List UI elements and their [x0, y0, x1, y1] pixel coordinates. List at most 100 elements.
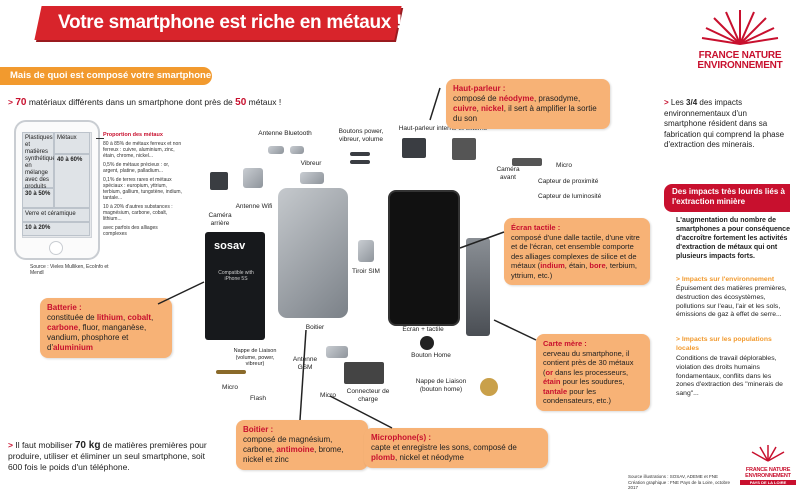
comp-cell-plastics: Plastiques et matières synthétiques en m… [22, 132, 59, 197]
metals-note-4: 10 à 20% d'autres substances : magnésium… [103, 204, 173, 222]
label-camera-arriere: Caméra arrière [208, 212, 232, 227]
label-luminosite: Capteur de luminosité [538, 193, 602, 200]
label-connecteur: Connecteur de charge [346, 388, 390, 403]
boi-b1: antimoine [276, 445, 315, 454]
bottom-t1: Il faut mobiliser [15, 440, 75, 450]
label-nappe1: Nappe de Liaison (volume, power, vibreur… [233, 348, 277, 367]
callout-batterie: Batterie : constituée de lithium, cobalt… [40, 298, 172, 358]
home-button-part [420, 336, 434, 350]
bat-t2: , [123, 313, 128, 322]
home-button-icon [49, 241, 63, 255]
label-wifi: Antenne Wifi [235, 203, 273, 210]
fact-t1: Les [670, 98, 687, 107]
buttons-part [350, 152, 370, 156]
bottom-prefix: > [8, 440, 16, 450]
logo-line2: ENVIRONNEMENT [697, 60, 783, 71]
metals-note-5: avec parfois des alliages complexes [103, 225, 158, 237]
label-bluetooth: Antenne Bluetooth [258, 130, 312, 137]
fact-prefix: > [664, 98, 671, 107]
composition-source: Source : Vieles Mulliken, EcoInfo et Men… [30, 264, 109, 276]
cm-b3: tantale [543, 386, 568, 396]
logo-line1: FRANCE NATURE [698, 50, 782, 61]
arrow-micro [329, 395, 393, 429]
callout-boitier-head: Boitier : [243, 425, 274, 434]
callout-ecran: Écran tactile : composé d'une dalle tact… [504, 218, 650, 285]
ecran-b1: indium [540, 261, 565, 270]
ecran-t1: composé d'une dalle tactile, d'une vitre… [511, 232, 640, 271]
callout-hautparleur-head: Haut-parleur : [453, 84, 506, 93]
speaker-internal-part [402, 138, 426, 158]
label-ecran: Ecran + tactile [402, 326, 444, 333]
pop-text: Conditions de travail déplorables, viola… [676, 355, 783, 398]
label-micro-bottom: Micro [222, 384, 238, 391]
buttons-part-2 [350, 160, 370, 164]
bluetooth-antenna-part [268, 146, 284, 154]
callout-batterie-head: Batterie : [47, 303, 82, 312]
comp-cell-glass-pct: 10 à 20% [22, 222, 90, 236]
ecran-t2: , étain, [564, 261, 590, 270]
intro-text1: matériaux différents dans un smartphone … [26, 97, 236, 107]
boi-t1: composé de magnésium, carbone, [243, 435, 333, 454]
logo-bottom-line2: ENVIRONNEMENT [745, 473, 791, 479]
front-camera-part [512, 158, 542, 166]
hp-t3: , [476, 104, 482, 113]
label-hautparleur-int: Haut-parleur interne et externe [398, 125, 488, 132]
battery-small: Compatible with iPhone 5S [218, 270, 254, 282]
intro-bold1: 70 [15, 97, 27, 108]
bat-b2: cobalt [127, 313, 152, 322]
intro-text2: métaux ! [246, 97, 282, 107]
credits-l2: Création graphique : FNE Pays de la Loir… [628, 479, 731, 491]
home-flex-part [480, 378, 498, 396]
metals-note-1: 80 à 85% de métaux ferreux et non ferreu… [103, 141, 182, 159]
arrow-batterie [157, 281, 205, 305]
label-proximite: Capteur de proximité [538, 178, 599, 185]
hp-t2: , prasodyme, [533, 94, 581, 103]
subtitle-banner [0, 67, 212, 85]
metals-notes: Proportion des métaux 80 à 85% de métaux… [103, 132, 183, 237]
flex-cable-part [216, 370, 246, 374]
boi-t2: , brome, nickel et zinc [243, 445, 344, 464]
label-nappe2: Nappe de Liaison (bouton home) [415, 378, 467, 393]
bluetooth-antenna-part-2 [290, 146, 304, 154]
hp-b2: cuivre [453, 104, 477, 113]
callout-cartemere-head: Carte mère : [543, 339, 587, 348]
bat-b3: carbone [47, 323, 79, 332]
battery-part [205, 232, 265, 340]
cm-t1: cerveau du smartphone, il contient près … [543, 348, 634, 377]
bat-b4: aluminium [52, 343, 93, 352]
callout-ecran-head: Écran tactile : [511, 223, 561, 232]
bat-t4: , fluor, manganèse, vandium, phosphore e… [47, 323, 147, 352]
credits-l1: Source illustrations : SOSAV, ADEME et F… [628, 474, 719, 479]
right-fact: > Les 3/4 des impacts environnementaux d… [664, 98, 790, 151]
hedgehog-logo-icon [701, 10, 779, 45]
comp-cell-metals: Métaux [54, 132, 90, 154]
cm-b1: or [545, 367, 554, 377]
arrow-cartemere [493, 319, 537, 341]
bottom-t2: de matières premières pour produire, uti… [8, 440, 207, 472]
mic-t1: capte et enregistre les sons, composé de [371, 443, 517, 452]
logo-bottom-sub: PAYS DE LA LOIRE [740, 480, 796, 485]
logo-bottom-line1: FRANCE NATURE [745, 467, 791, 473]
vibrator-part [300, 172, 324, 184]
logo-bottom: FRANCE NATURE ENVIRONNEMENT PAYS DE LA L… [740, 444, 796, 490]
label-vibreur: Vibreur [300, 160, 322, 167]
label-boutons: Boutons power, vibreur, volume [338, 128, 384, 143]
boitier-part [278, 188, 348, 318]
charging-connector-part [344, 362, 384, 384]
pop-head: > Impacts sur les populations locales [676, 336, 772, 352]
hedgehog-logo-small-icon [751, 445, 785, 462]
battery-brand: sosav [214, 240, 246, 252]
label-tiroir: Tiroir SIM [352, 268, 380, 275]
env-text: Épuisement des matières premières, destr… [676, 285, 787, 319]
comp-cell-glass: Verre et céramique [22, 208, 90, 222]
env-head: > Impacts sur l'environnement [676, 276, 775, 283]
intro-text: > 70 matériaux différents dans un smartp… [8, 97, 281, 108]
subtitle: Mais de quoi est composé votre smartphon… [10, 70, 220, 81]
callout-micro-head: Microphone(s) : [371, 433, 431, 442]
arrow-boitier [299, 329, 307, 421]
label-micro-mid: Micro [320, 392, 336, 399]
hp-t4: , il sert à amplifier la sortie du son [453, 104, 597, 123]
gsm-antenna-part [326, 346, 348, 358]
hp-t1: composé de [453, 94, 499, 103]
